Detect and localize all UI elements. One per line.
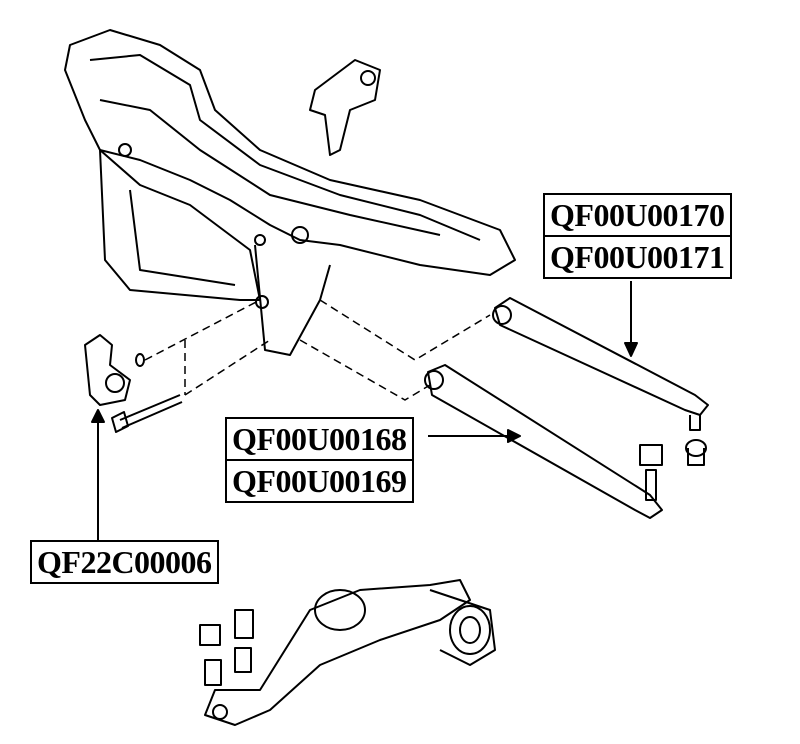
part-number: QF22C00006 <box>37 544 212 580</box>
mounting-bracket-top <box>309 59 381 156</box>
bracket-with-bushing <box>84 334 183 433</box>
part-number: QF00U00168 <box>232 421 407 457</box>
upper-control-arm <box>492 297 709 466</box>
part-number: QF00U00170 <box>550 197 725 233</box>
rear-subframe <box>64 29 516 356</box>
lower-control-arm <box>424 364 663 519</box>
part-label-bracket: QF22C00006 <box>30 540 219 584</box>
part-number: QF00U00171 <box>545 235 730 277</box>
part-label-upper-arm: QF00U00170 QF00U00171 <box>543 193 732 279</box>
part-label-lower-arm: QF00U00168 QF00U00169 <box>225 417 414 503</box>
pointer-arrows <box>91 281 638 540</box>
lower-arm-knuckle-assembly <box>199 579 496 726</box>
assembly-guide-lines <box>144 299 491 401</box>
part-number: QF00U00169 <box>227 459 412 501</box>
